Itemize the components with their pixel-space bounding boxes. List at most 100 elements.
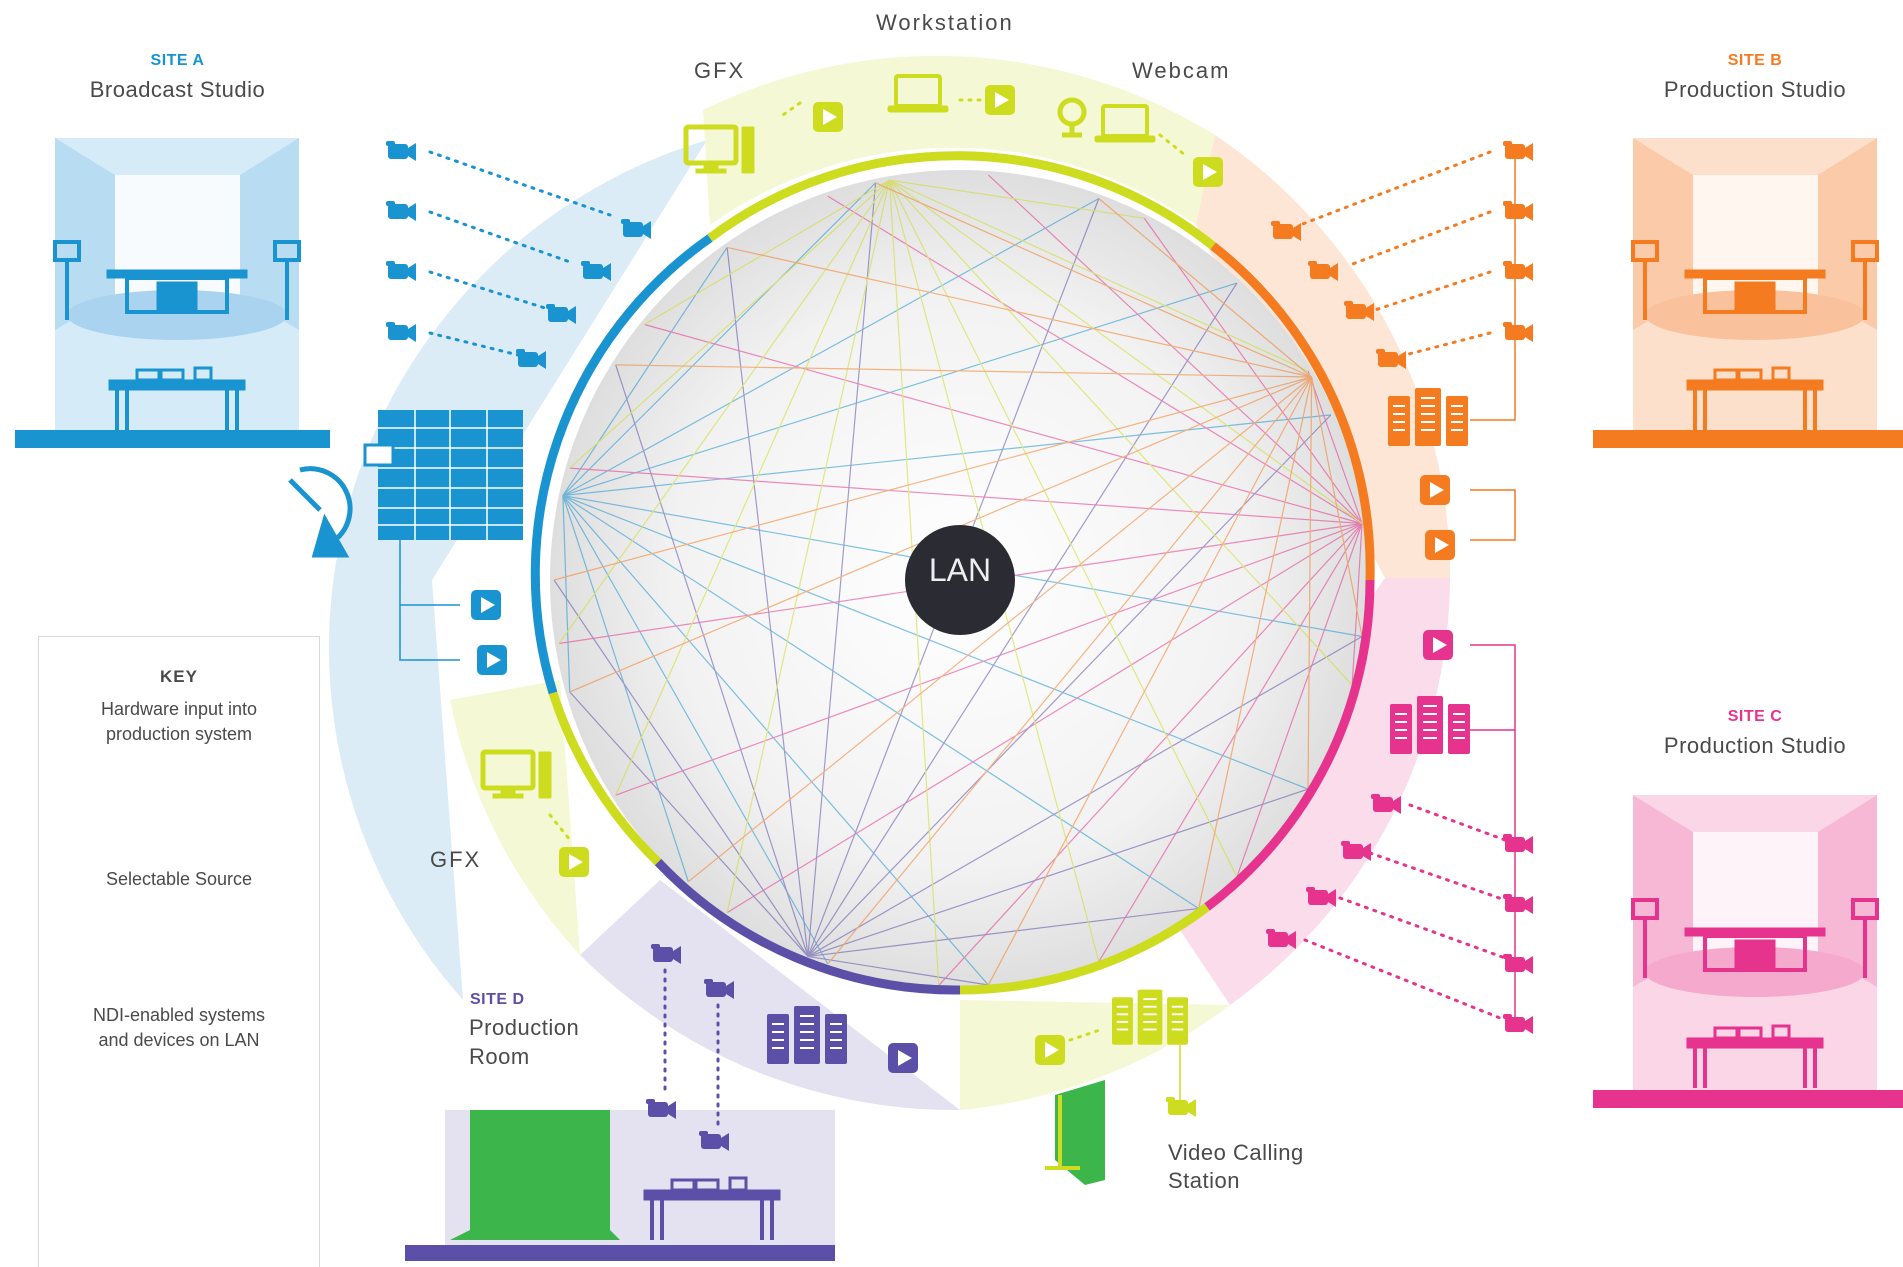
site-a-name: Broadcast Studio (89, 77, 266, 102)
key-ndi-line2: and devices on LAN (98, 1030, 260, 1050)
mesh-line (807, 955, 989, 986)
mesh-line (726, 246, 1312, 378)
mesh-line (726, 247, 809, 957)
key-hardware-line2: production system (105, 724, 253, 744)
mesh-line (569, 691, 809, 957)
key-title: KEY (160, 667, 198, 686)
site-a-tag: SITE A (150, 52, 205, 69)
mesh-line (987, 174, 1363, 524)
mesh-line (807, 907, 1199, 958)
mesh-line (807, 182, 877, 957)
mesh-line (889, 179, 1145, 219)
site-d-tag: SITE D (470, 991, 525, 1008)
lan-label: LAN (928, 552, 992, 588)
video-call-label-line2: Station (1168, 1168, 1240, 1193)
satellite-dish-icon (288, 466, 353, 558)
mesh-line (827, 195, 1363, 525)
mesh-line (562, 182, 877, 497)
site-a-studio (15, 138, 330, 448)
ring-arcs (530, 151, 1375, 995)
mesh-line (875, 182, 1312, 378)
mesh-line (987, 376, 1313, 986)
ring-sectors (328, 55, 1451, 1111)
sector-gfx-left (450, 680, 580, 955)
site-c-server-icon (1389, 695, 1471, 755)
arc-site-d (654, 858, 961, 995)
mesh-line (562, 495, 689, 882)
arc-site-b (1210, 242, 1375, 581)
mesh-line (889, 179, 1309, 372)
mesh-line (562, 495, 989, 986)
arc-gfx-left (548, 691, 662, 866)
mesh-line (938, 523, 1363, 986)
dotted-connectors (428, 98, 1507, 1127)
mesh-line (562, 247, 728, 496)
mesh-line (1198, 376, 1313, 909)
site-b-tag: SITE B (1727, 52, 1783, 69)
key-legend: KEY Hardware input into production syste… (38, 636, 320, 1267)
webcam-icon (1057, 97, 1087, 138)
mesh-line (562, 495, 571, 692)
key-hardware-line1: Hardware input into (100, 699, 258, 719)
mesh-line (615, 364, 1312, 378)
key-selectable: Selectable Source (105, 869, 253, 889)
site-d-room (405, 1110, 835, 1261)
mesh-line (1351, 523, 1363, 686)
mesh-line (553, 376, 1312, 581)
video-call-label-line1: Video Calling (1168, 1140, 1304, 1165)
mesh-line (562, 197, 1100, 497)
mesh-line (726, 180, 891, 913)
mesh-line (553, 579, 809, 957)
sector-site-b (1196, 135, 1451, 578)
mesh-line (644, 323, 1363, 525)
mesh-line (807, 282, 1238, 957)
arc-site-c (1204, 579, 1375, 911)
mesh-line (1098, 198, 1312, 378)
video-call-server-icon (1111, 988, 1189, 1046)
green-screen-stand (1045, 1080, 1105, 1185)
lan-hub (905, 525, 1015, 635)
mesh-line (1143, 217, 1363, 524)
site-b-server-icon (1387, 387, 1469, 447)
mesh-line (889, 179, 1363, 524)
mesh-line (1236, 523, 1363, 878)
mesh-line (687, 376, 1312, 883)
mesh-line (569, 467, 1363, 525)
mesh-line (562, 495, 1199, 909)
mesh-line (807, 788, 1309, 958)
site-d-server-icon (766, 1005, 848, 1065)
mesh-line (615, 522, 1363, 796)
arc-top (707, 151, 1216, 250)
mesh-line (558, 179, 890, 644)
site-a-switcher-rack (363, 410, 523, 540)
site-d-name-line1: Production (469, 1015, 580, 1040)
mesh-line (827, 376, 1313, 965)
mesh-line (1307, 370, 1363, 524)
mesh-line (1307, 376, 1313, 790)
gfx-left-label: GFX (430, 847, 482, 872)
mesh-line (1311, 376, 1363, 637)
arc-video-call (959, 903, 1210, 995)
mesh-line (644, 179, 890, 326)
sector-site-a (328, 140, 707, 1000)
mesh-line (889, 179, 1353, 686)
gfx-top-label: GFX (694, 58, 746, 83)
mesh-line (726, 522, 1363, 914)
site-a-sources (471, 590, 507, 675)
site-b-studio (1593, 138, 1903, 448)
sector-top (703, 55, 1215, 226)
mesh-line (615, 364, 809, 957)
mesh-line (807, 635, 1363, 957)
mesh-line (615, 179, 891, 796)
mesh-line (562, 495, 829, 965)
site-c-tag: SITE C (1727, 708, 1783, 725)
site-d-name-line2: Room (469, 1044, 530, 1069)
arc-site-a (530, 234, 713, 695)
webcam-label: Webcam (1132, 58, 1231, 83)
site-c-sources (1423, 630, 1453, 660)
connection-mesh (553, 174, 1363, 986)
mesh-line (569, 179, 890, 469)
site-d-source (888, 1043, 918, 1073)
mesh-line (1098, 523, 1363, 962)
